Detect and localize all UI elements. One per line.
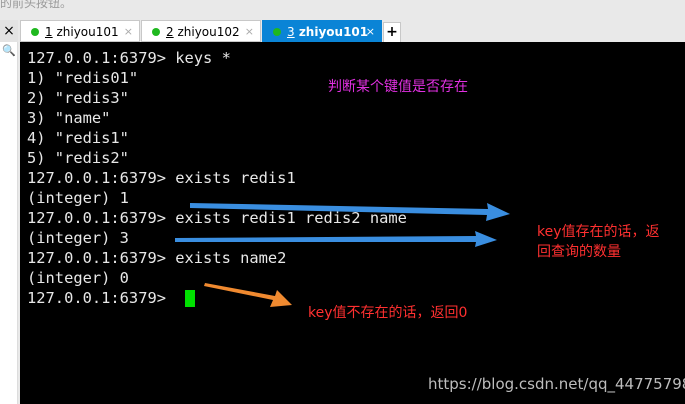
status-dot-icon — [152, 28, 160, 36]
tab-2[interactable]: 2 zhiyou102 × — [141, 20, 261, 42]
terminal-line: 4) "redis1" — [27, 129, 129, 147]
tab-number: 2 — [166, 25, 174, 39]
terminal-line: 127.0.0.1:6379> exists redis1 redis2 nam… — [27, 209, 407, 227]
search-icon[interactable]: 🔍 — [2, 44, 16, 57]
terminal-cursor — [185, 290, 195, 307]
terminal-line: (integer) 0 — [27, 269, 129, 287]
tab-number: 3 — [287, 25, 295, 39]
tab-3[interactable]: 3 zhiyou101× — [262, 20, 382, 42]
terminal[interactable]: 127.0.0.1:6379> keys * 1) "redis01" 2) "re… — [20, 42, 685, 404]
annotation-not-exists: key值不存在的话，返回0 — [308, 305, 468, 321]
terminal-line: 1) "redis01" — [27, 69, 139, 87]
arrow-blue-1 — [190, 203, 510, 221]
tab-number: 1 — [45, 25, 53, 39]
terminal-line: 5) "redis2" — [27, 149, 129, 167]
tab-1[interactable]: 1 zhiyou101 × — [20, 20, 140, 42]
status-dot-icon — [31, 28, 39, 36]
annotation-title: 判断某个键值是否存在 — [328, 79, 468, 95]
annotation-exists-2: 回查询的数量 — [537, 244, 621, 260]
terminal-line: 127.0.0.1:6379> exists name2 — [27, 249, 287, 267]
arrow-orange — [204, 283, 292, 307]
terminal-line: 127.0.0.1:6379> keys * — [27, 49, 231, 67]
terminal-line: 3) "name" — [27, 109, 111, 127]
terminal-line: 127.0.0.1:6379> exists redis1 — [27, 169, 296, 187]
tab-close-icon[interactable]: × — [123, 25, 133, 38]
tab-close-icon[interactable]: × — [365, 25, 375, 38]
terminal-line: 2) "redis3" — [27, 89, 129, 107]
top-hint: 的前头按钮。 — [0, 0, 73, 10]
watermark: https://blog.csdn.net/qq_44775798 — [428, 375, 685, 393]
terminal-line: 127.0.0.1:6379> — [27, 289, 176, 307]
tab-label: zhiyou101 — [294, 25, 369, 39]
annotation-exists-1: key值存在的话，返 — [537, 224, 660, 240]
tab-close-icon[interactable]: × — [244, 25, 254, 38]
close-icon[interactable]: × — [0, 20, 18, 42]
terminal-line: (integer) 3 — [27, 229, 129, 247]
tab-label: zhiyou102 — [173, 25, 240, 39]
status-dot-icon — [273, 28, 281, 36]
tab-label: zhiyou101 — [52, 25, 119, 39]
arrow-blue-2 — [175, 231, 497, 247]
terminal-line: (integer) 1 — [27, 189, 129, 207]
sidebar — [0, 42, 18, 404]
